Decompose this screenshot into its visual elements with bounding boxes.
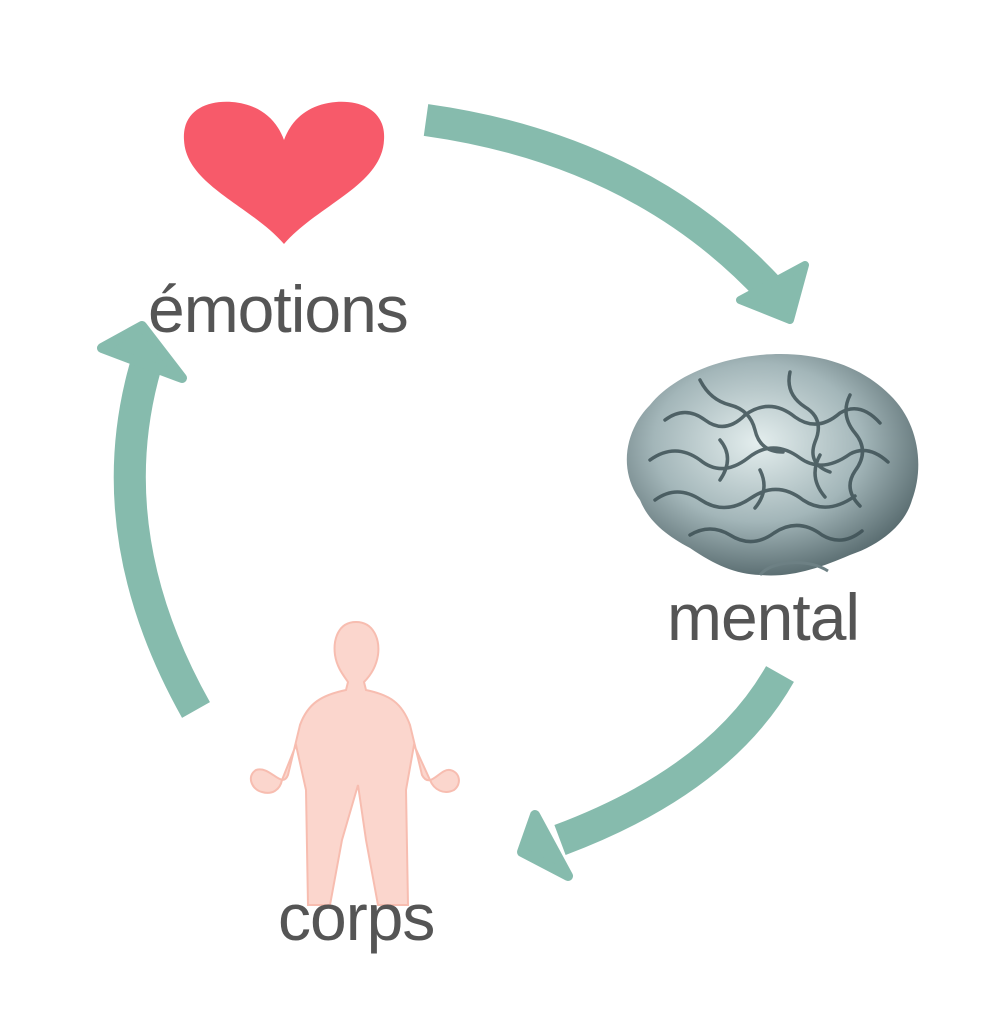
human-body-icon: [249, 620, 460, 906]
arrow-emotions-to-mental: [423, 104, 809, 324]
arrow-mental-to-corps: [517, 665, 794, 881]
heart-icon: [183, 101, 385, 244]
emotions-label: émotions: [148, 272, 409, 346]
corps-label: corps: [278, 880, 435, 954]
mental-label: mental: [667, 580, 860, 654]
brain-icon: [626, 354, 919, 576]
arrow-corps-to-emotions: [97, 321, 210, 718]
